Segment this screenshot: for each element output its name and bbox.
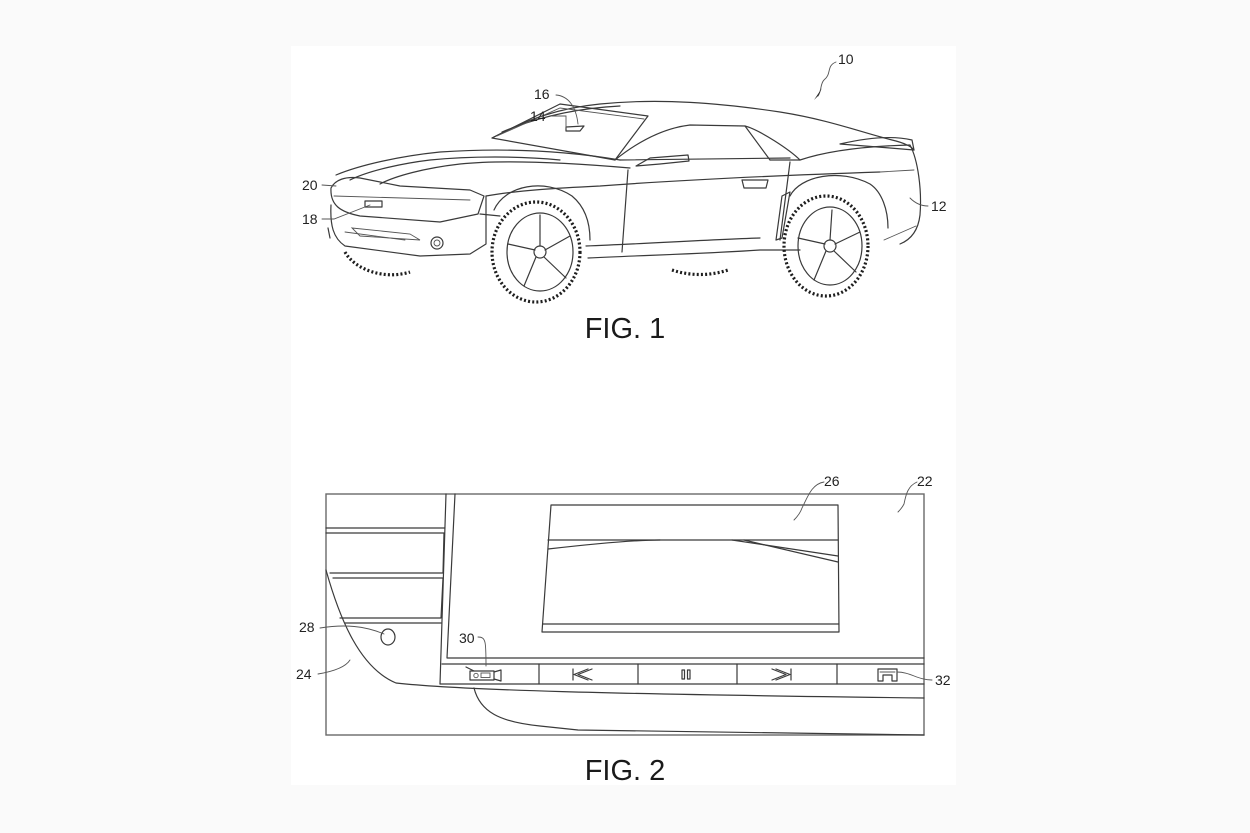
fig1-leaders — [321, 61, 929, 220]
fast-forward-icon[interactable] — [771, 668, 792, 681]
patent-sheet: 10 16 14 20 18 12 FIG. 1 — [291, 46, 956, 785]
ref-numeral-10: 10 — [838, 51, 854, 67]
ref-numeral-30: 30 — [459, 630, 475, 646]
video-camera-icon[interactable] — [465, 666, 502, 682]
figure-caption-2: FIG. 2 — [585, 755, 666, 785]
ref-numeral-18: 18 — [302, 211, 318, 227]
ref-numeral-26: 26 — [824, 473, 840, 489]
ref-numeral-24: 24 — [296, 666, 312, 682]
parking-icon[interactable] — [877, 668, 898, 682]
fig2-leaders — [317, 481, 933, 681]
ref-numeral-16: 16 — [534, 86, 550, 102]
ref-numeral-22: 22 — [917, 473, 933, 489]
rewind-icon[interactable] — [572, 668, 593, 681]
patent-drawing: 10 16 14 20 18 12 FIG. 1 — [296, 51, 951, 785]
fig2-dashboard-drawing — [325, 493, 925, 736]
pause-icon[interactable] — [681, 669, 691, 680]
ref-numeral-28: 28 — [299, 619, 315, 635]
ref-numeral-12: 12 — [931, 198, 947, 214]
fig1-vehicle-drawing — [327, 100, 922, 304]
ref-numeral-32: 32 — [935, 672, 951, 688]
ref-numeral-14: 14 — [530, 108, 546, 124]
figure-caption-1: FIG. 1 — [585, 313, 666, 345]
ref-numeral-20: 20 — [302, 177, 318, 193]
